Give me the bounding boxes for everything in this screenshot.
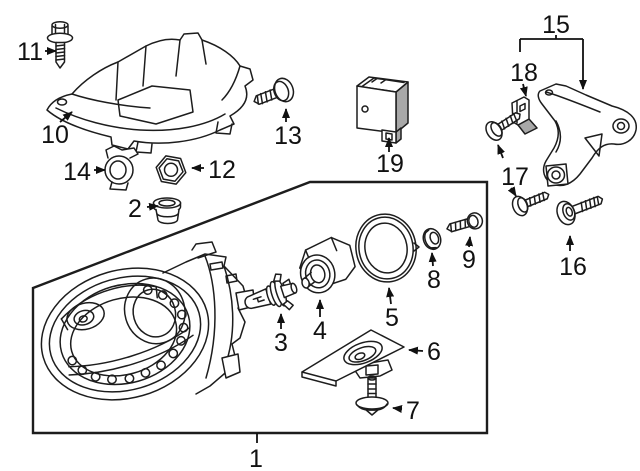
part-8-clip [422,227,442,251]
callout-17-arrow-a [497,144,505,159]
callout-3-label: 3 [274,329,288,357]
callout-10-arrow [59,111,73,123]
part-10-mounting-bracket [46,32,254,154]
callout-15-label: 15 [542,11,570,39]
callout-6-label: 6 [427,338,441,366]
part-19-control-module [356,76,409,144]
callout-17[interactable]: 17 [497,144,529,197]
callout-4[interactable]: 4 [313,299,327,345]
callout-7-arrow [392,405,403,413]
callout-5[interactable]: 5 [385,287,399,332]
callout-9-arrow [465,236,474,248]
callout-10[interactable]: 10 [41,111,73,149]
callout-9[interactable]: 9 [462,236,476,274]
callout-2-arrow [146,202,159,211]
callout-1[interactable]: 1 [249,433,263,471]
part-16-bolt [556,195,604,226]
part-6-cover-plate [301,329,405,387]
callout-12-label: 12 [208,156,236,184]
callout-8[interactable]: 8 [427,252,441,294]
callout-18-arrow [519,83,528,97]
callout-14-label: 14 [63,158,91,186]
callout-2-label: 2 [128,195,142,223]
callout-10-label: 10 [41,121,69,149]
callout-5-arrow [386,287,395,305]
callout-16-label: 16 [559,253,587,281]
callout-12[interactable]: 12 [191,156,236,184]
callout-14[interactable]: 14 [63,158,106,186]
part-4-socket [299,236,356,294]
callout-11[interactable]: 11 [17,38,57,66]
part-17-screw-b [511,191,550,217]
callout-6[interactable]: 6 [408,338,441,366]
callout-8-arrow [428,252,437,267]
callout-13[interactable]: 13 [274,108,302,150]
part-15-bracket [537,83,637,187]
callout-3[interactable]: 3 [274,313,288,357]
part-17-screw-a [485,112,521,141]
part-9-screw [446,212,484,233]
callout-11-label: 11 [17,38,43,66]
part-14-retainer [104,145,139,191]
callout-18[interactable]: 18 [510,59,538,97]
callout-16[interactable]: 16 [559,235,587,281]
part-5-seal-ring [355,213,420,283]
callout-5-label: 5 [385,304,399,332]
callout-1-label: 1 [249,445,263,471]
callout-7-label: 7 [406,397,420,425]
callout-17-arrow-b [507,186,517,197]
part-11-bolt [46,21,74,69]
part-2-grommet [152,197,182,225]
callout-4-label: 4 [313,317,327,345]
headlamp-unit [40,241,256,401]
callout-7[interactable]: 7 [392,397,420,425]
callout-18-label: 18 [510,59,538,87]
part-12-nut [155,155,187,185]
headlamp-assembly-box [31,180,489,435]
callout-15[interactable]: 15 [519,11,587,90]
callout-13-label: 13 [274,122,302,150]
callout-8-label: 8 [427,266,441,294]
callout-9-label: 9 [462,246,476,274]
callout-19-label: 19 [376,150,404,178]
callout-6-arrow [408,346,424,355]
callout-19[interactable]: 19 [376,137,404,178]
part-13-screw [253,77,295,105]
part-3-bulb [244,273,298,311]
callout-17-label: 17 [501,163,529,191]
part-7-push-pin [355,375,389,416]
callout-15-bracket-line [519,35,583,52]
callout-2[interactable]: 2 [128,195,159,223]
